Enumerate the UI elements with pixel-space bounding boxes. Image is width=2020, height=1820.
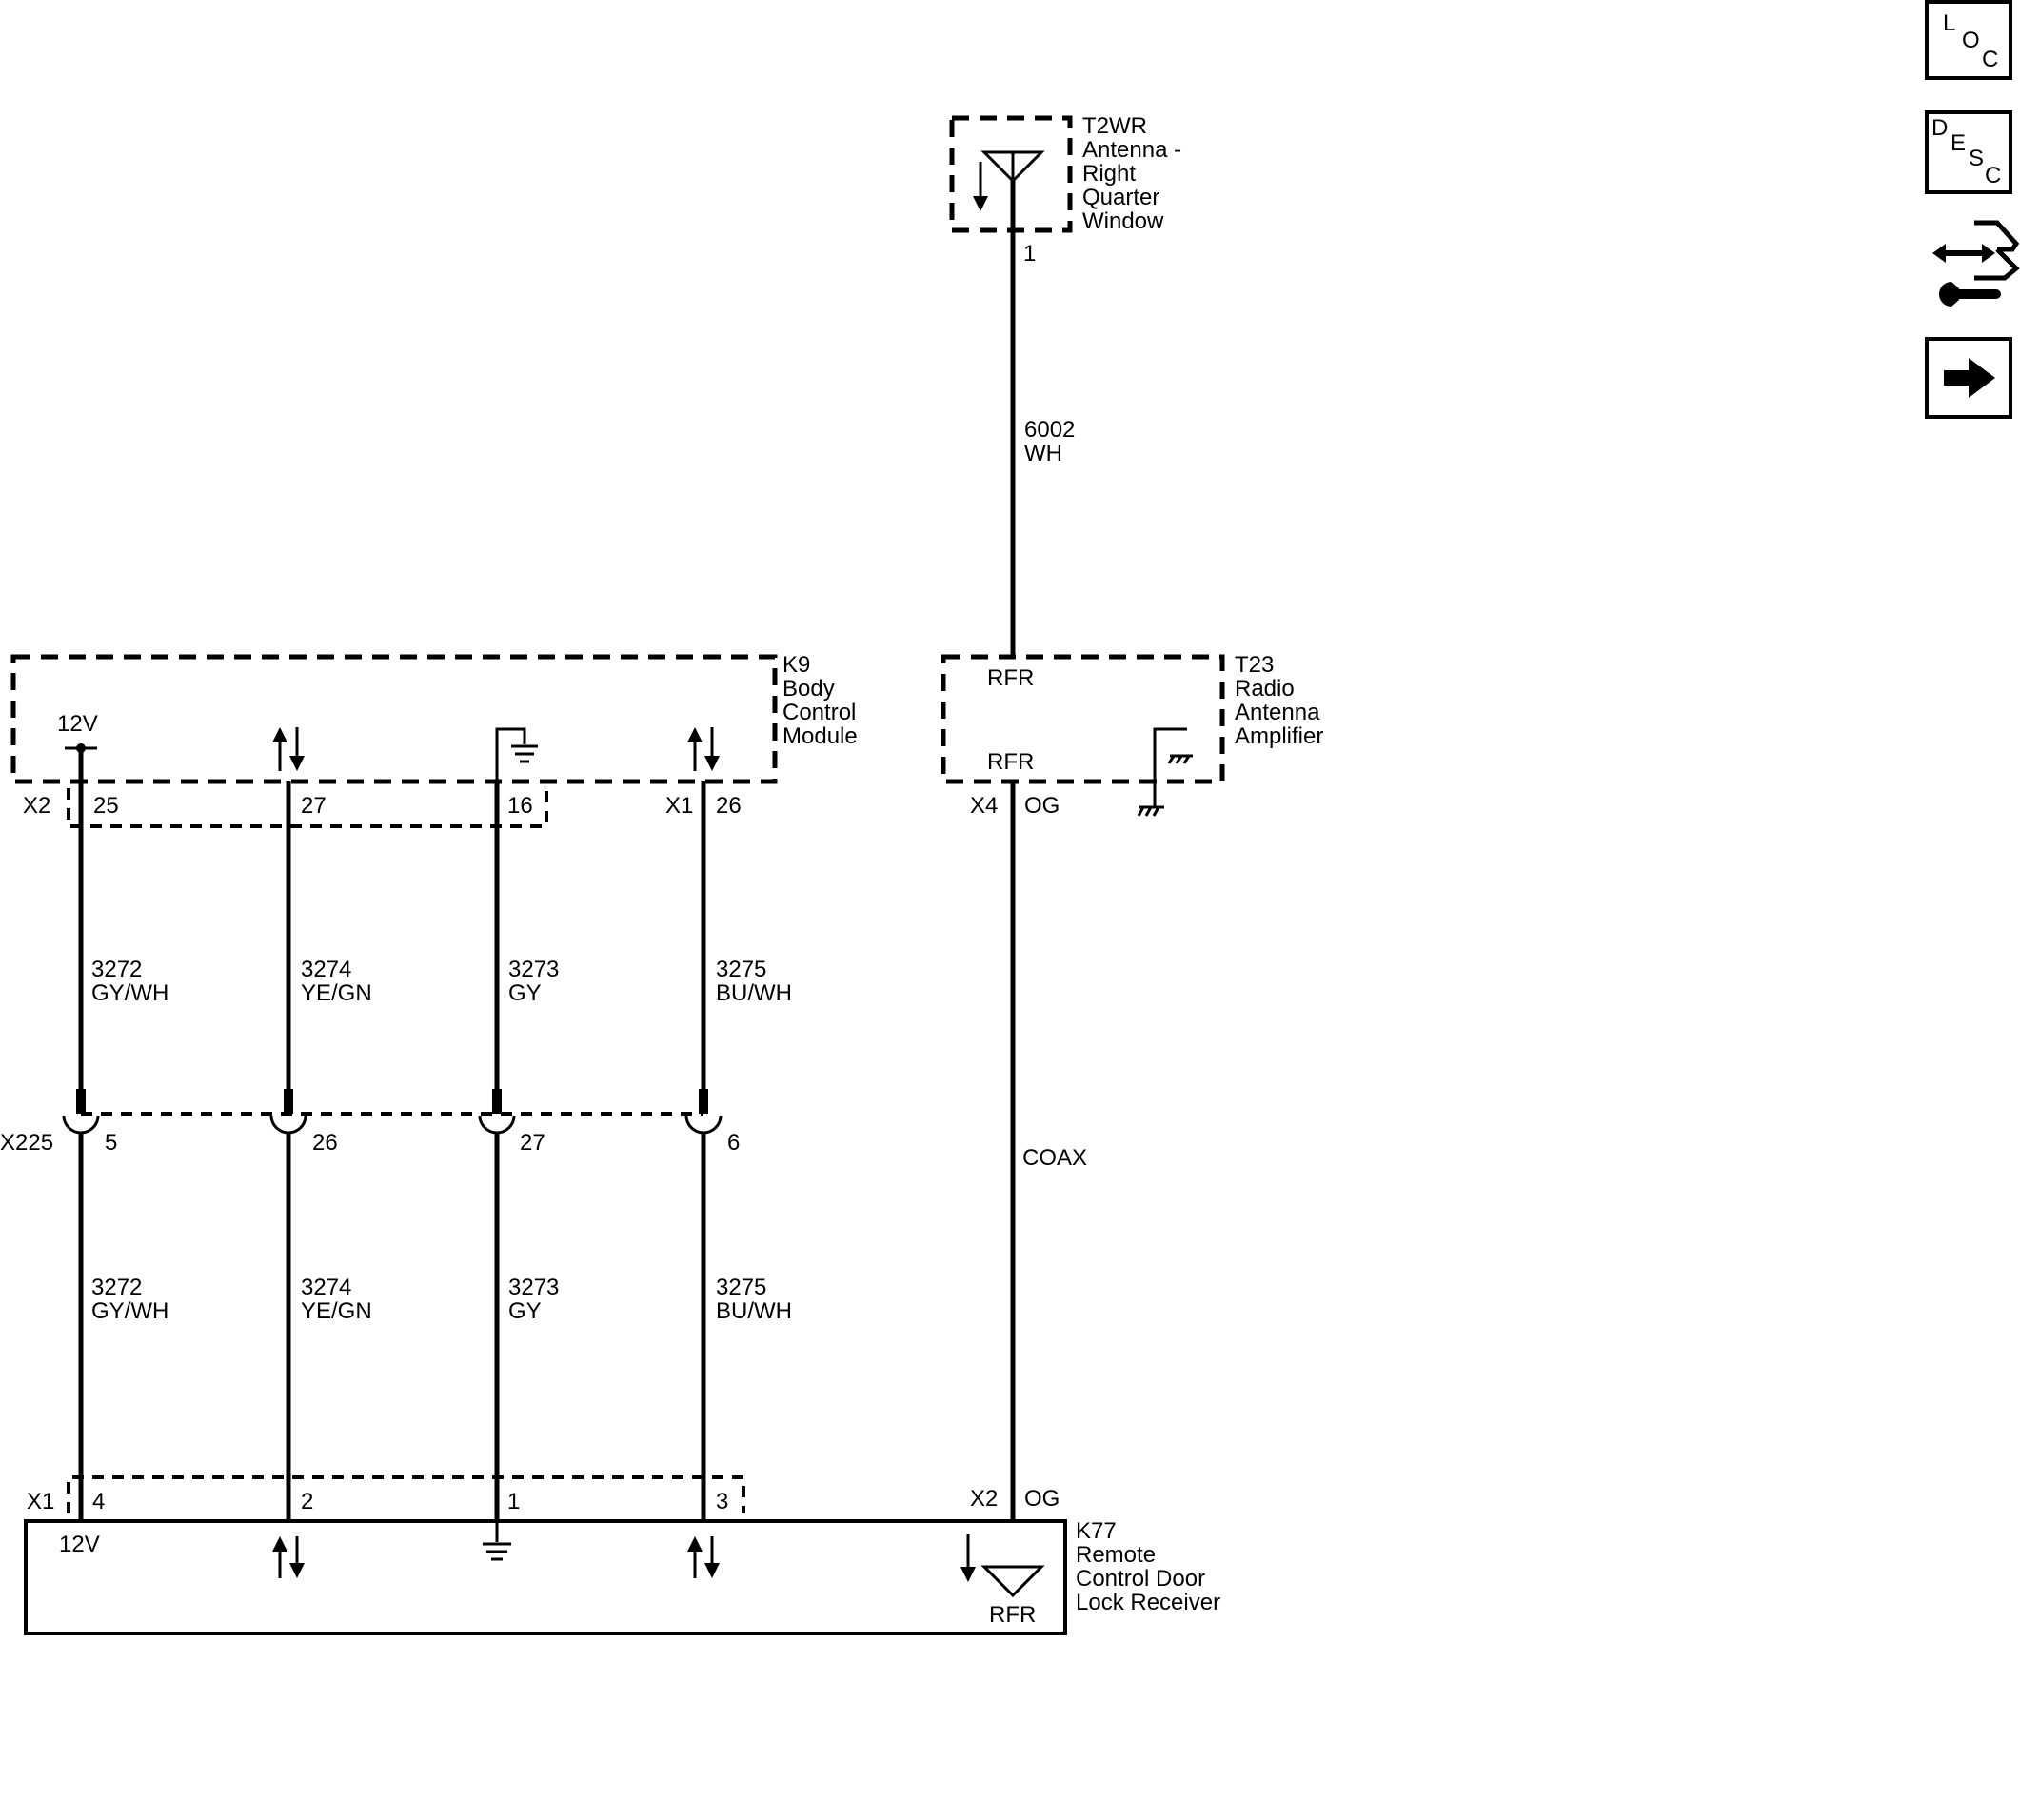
wire-3275-upper-color: BU/WH bbox=[716, 980, 792, 1006]
k77-pin-2: 2 bbox=[301, 1489, 313, 1514]
connector-pin-icon bbox=[269, 1089, 307, 1135]
desc-letter-s: S bbox=[1969, 146, 1984, 171]
chassis-ground-icon bbox=[1137, 727, 1193, 817]
t23-rfr-bottom: RFR bbox=[987, 749, 1034, 775]
x225-pin-27: 27 bbox=[520, 1130, 545, 1156]
bidirectional-arrows-icon bbox=[272, 727, 305, 771]
antenna-icon bbox=[980, 150, 1045, 184]
wire-3272-upper-color: GY/WH bbox=[91, 980, 168, 1006]
k77-desc-1: Remote bbox=[1076, 1542, 1156, 1568]
wire-3273-lower-circuit: 3273 bbox=[508, 1275, 559, 1300]
bidirectional-arrows-icon bbox=[272, 1536, 305, 1578]
t2wr-desc-4: Window bbox=[1082, 208, 1164, 234]
next-page-button[interactable] bbox=[1925, 337, 2012, 419]
desc-letter-d: D bbox=[1931, 115, 1948, 141]
k9-desc-3: Module bbox=[782, 723, 858, 749]
t23-boundary bbox=[941, 654, 1225, 784]
wire-3274-lower-color: YE/GN bbox=[301, 1298, 372, 1324]
t23-rfr-top: RFR bbox=[987, 665, 1034, 691]
t23-color: OG bbox=[1024, 793, 1060, 819]
wire-3272-lower-circuit: 3272 bbox=[91, 1275, 142, 1300]
k9-x1-label: X1 bbox=[665, 793, 693, 819]
wire-3274-lower-circuit: 3274 bbox=[301, 1275, 351, 1300]
k77-x1-connector bbox=[67, 1475, 745, 1513]
t23-desc-2: Antenna bbox=[1235, 700, 1320, 725]
bidirectional-arrows-icon bbox=[687, 727, 720, 771]
k9-12v-label: 12V bbox=[57, 711, 98, 737]
connector-pin-icon bbox=[62, 1089, 100, 1135]
wire-6002-color: WH bbox=[1024, 441, 1062, 466]
loc-letter-c: C bbox=[1982, 47, 1998, 72]
k77-ref: K77 bbox=[1076, 1518, 1117, 1544]
x225-pin-6: 6 bbox=[727, 1130, 740, 1156]
wire-3273-lower-color: GY bbox=[508, 1298, 542, 1324]
t2wr-pin: 1 bbox=[1023, 241, 1036, 267]
desc-letter-c: C bbox=[1985, 163, 2001, 188]
antenna-t2wr: T2WR Antenna - Right Quarter Window 1 bbox=[949, 113, 1181, 267]
module-k77: X1 4 2 1 3 X2 OG 12V bbox=[24, 1475, 1220, 1635]
coax-label: COAX bbox=[1022, 1145, 1087, 1171]
loc-letter-l: L bbox=[1943, 10, 1955, 36]
x225-label: X225 bbox=[0, 1130, 53, 1156]
wire-3274-upper-color: YE/GN bbox=[301, 980, 372, 1006]
k9-pin-16: 16 bbox=[507, 793, 533, 819]
t23-connector: X4 bbox=[970, 793, 998, 819]
k77-pin-3: 3 bbox=[716, 1489, 728, 1514]
wire-3272-upper-circuit: 3272 bbox=[91, 957, 142, 982]
wire-3275-lower-color: BU/WH bbox=[716, 1298, 792, 1324]
inline-connector-x225: X225 5 26 27 6 bbox=[0, 1089, 740, 1156]
t2wr-desc-3: Quarter bbox=[1082, 185, 1159, 210]
t23-ref: T23 bbox=[1235, 652, 1274, 678]
bidirectional-arrows-icon bbox=[687, 1536, 720, 1578]
wire-6002-circuit: 6002 bbox=[1024, 417, 1075, 443]
t2wr-desc-1: Antenna - bbox=[1082, 137, 1181, 163]
k9-boundary bbox=[10, 654, 778, 784]
k77-pin-1: 1 bbox=[507, 1489, 520, 1514]
x225-pin-26: 26 bbox=[312, 1130, 338, 1156]
k9-x2-label: X2 bbox=[23, 793, 50, 819]
x225-pin-5: 5 bbox=[105, 1130, 117, 1156]
k77-x1-label: X1 bbox=[27, 1489, 54, 1514]
ground-icon bbox=[495, 727, 538, 781]
desc-button[interactable]: D E S C bbox=[1925, 110, 2012, 194]
arrow-right-icon bbox=[1944, 358, 1995, 398]
k9-desc-2: Control bbox=[782, 700, 856, 725]
connector-pin-icon bbox=[684, 1089, 723, 1135]
loc-letter-o: O bbox=[1962, 28, 1980, 53]
wire-3274-upper-circuit: 3274 bbox=[301, 957, 351, 982]
ground-icon bbox=[483, 1521, 511, 1561]
desc-letter-e: E bbox=[1951, 130, 1966, 156]
connector-pin-icon bbox=[478, 1089, 516, 1135]
k9-pin-26: 26 bbox=[716, 793, 742, 819]
k9-pin-25: 25 bbox=[93, 793, 119, 819]
k9-pin-27: 27 bbox=[301, 793, 327, 819]
antenna-icon bbox=[980, 1565, 1045, 1598]
k77-x2-label: X2 bbox=[970, 1486, 998, 1512]
wire-3272-lower-color: GY/WH bbox=[91, 1298, 168, 1324]
k77-desc-3: Lock Receiver bbox=[1076, 1590, 1220, 1615]
amplifier-t23: RFR RFR T23 Radio Antenna Amplifier X4 O… bbox=[941, 652, 1323, 819]
wire-3273-upper-color: GY bbox=[508, 980, 542, 1006]
t23-desc-3: Amplifier bbox=[1235, 723, 1323, 749]
t2wr-ref: T2WR bbox=[1082, 113, 1147, 139]
module-k9: K9 Body Control Module 12V bbox=[10, 652, 858, 828]
loc-button[interactable]: L O C bbox=[1925, 0, 2012, 80]
wire-3273-upper-circuit: 3273 bbox=[508, 957, 559, 982]
k77-rfr: RFR bbox=[989, 1602, 1036, 1628]
t23-desc-1: Radio bbox=[1235, 676, 1295, 702]
signal-direction-down-icon bbox=[960, 1534, 976, 1582]
k9-desc-1: Body bbox=[782, 676, 835, 702]
k9-ref: K9 bbox=[782, 652, 810, 678]
k77-color: OG bbox=[1024, 1486, 1060, 1512]
k77-boundary bbox=[24, 1519, 1067, 1635]
k77-pin-4: 4 bbox=[92, 1489, 105, 1514]
wire-3275-upper-circuit: 3275 bbox=[716, 957, 766, 982]
t2wr-desc-2: Right bbox=[1082, 161, 1136, 187]
k77-12v-label: 12V bbox=[59, 1532, 100, 1557]
k77-desc-2: Control Door bbox=[1076, 1566, 1205, 1592]
signal-direction-down-icon bbox=[973, 162, 988, 211]
wire-3275-lower-circuit: 3275 bbox=[716, 1275, 766, 1300]
connector-service-icon[interactable] bbox=[1932, 220, 2020, 307]
